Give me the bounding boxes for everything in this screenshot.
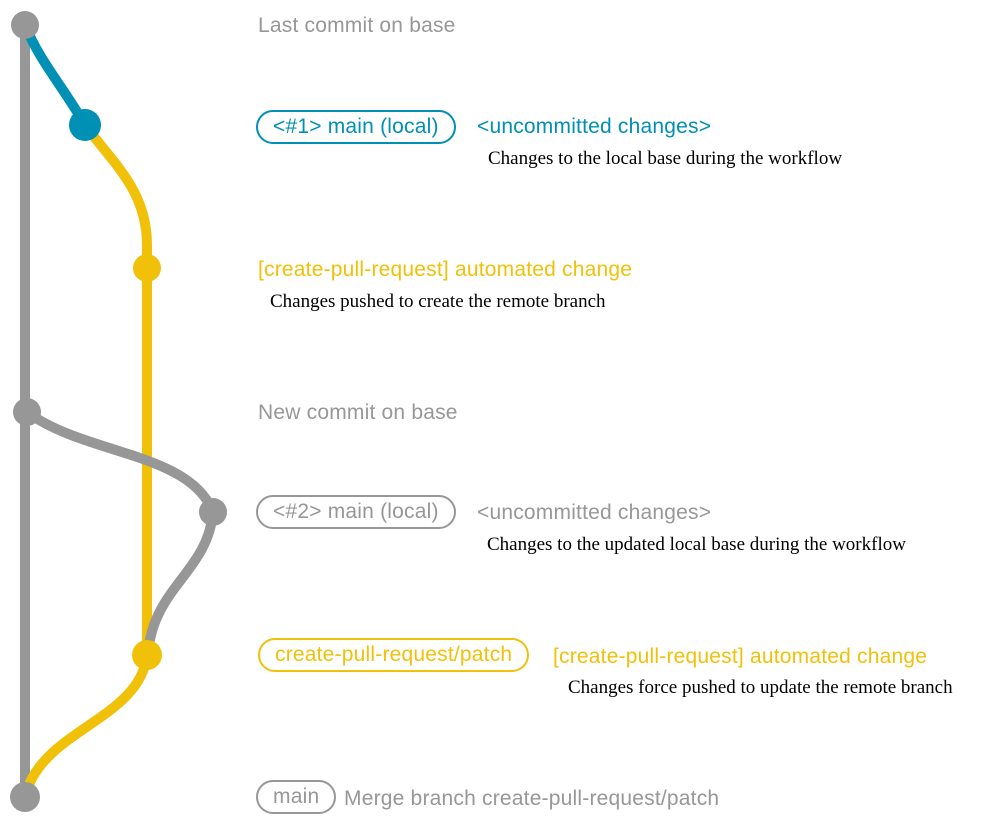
commit-node-main-local-1 — [69, 109, 101, 141]
main-local-branch-line — [20, 23, 90, 128]
base-rebase-out-line — [24, 407, 218, 515]
annotation-updated-local-base-changes: Changes to the updated local base during… — [487, 534, 906, 555]
commit-message-uncommitted-changes-2: <uncommitted changes> — [477, 501, 712, 524]
branch-badge-main-local-2: <#2> main (local) — [256, 495, 456, 529]
commit-message-automated-change-2: [create-pull-request] automated change — [553, 645, 928, 668]
annotation-force-pushed-update-remote-branch: Changes force pushed to update the remot… — [568, 677, 953, 698]
commit-node-last-commit-on-base — [11, 11, 39, 39]
commit-message-uncommitted-changes-1: <uncommitted changes> — [477, 115, 712, 138]
branch-badge-create-pull-request-patch: create-pull-request/patch — [258, 638, 530, 672]
patch-branch-line — [80, 122, 152, 655]
commit-node-merge — [10, 782, 40, 812]
branch-badge-main: main — [256, 780, 337, 814]
annotation-pushed-create-remote-branch: Changes pushed to create the remote bran… — [270, 291, 606, 312]
patch-merge-line — [20, 654, 152, 799]
commit-node-new-commit-on-base — [13, 398, 41, 426]
base-rebase-in-line — [143, 511, 218, 656]
commit-message-automated-change-1: [create-pull-request] automated change — [258, 258, 633, 281]
commit-node-automated-change-2 — [132, 640, 162, 670]
branch-badge-main-local-1: <#1> main (local) — [256, 110, 456, 144]
commit-node-automated-change-1 — [133, 254, 161, 282]
commit-message-merge-branch: Merge branch create-pull-request/patch — [344, 787, 720, 810]
commit-node-main-local-2 — [199, 498, 227, 526]
git-graph — [10, 11, 227, 812]
commit-message-last-commit-on-base: Last commit on base — [258, 14, 456, 37]
commit-message-new-commit-on-base: New commit on base — [258, 401, 458, 424]
annotation-local-base-changes: Changes to the local base during the wor… — [488, 148, 843, 169]
